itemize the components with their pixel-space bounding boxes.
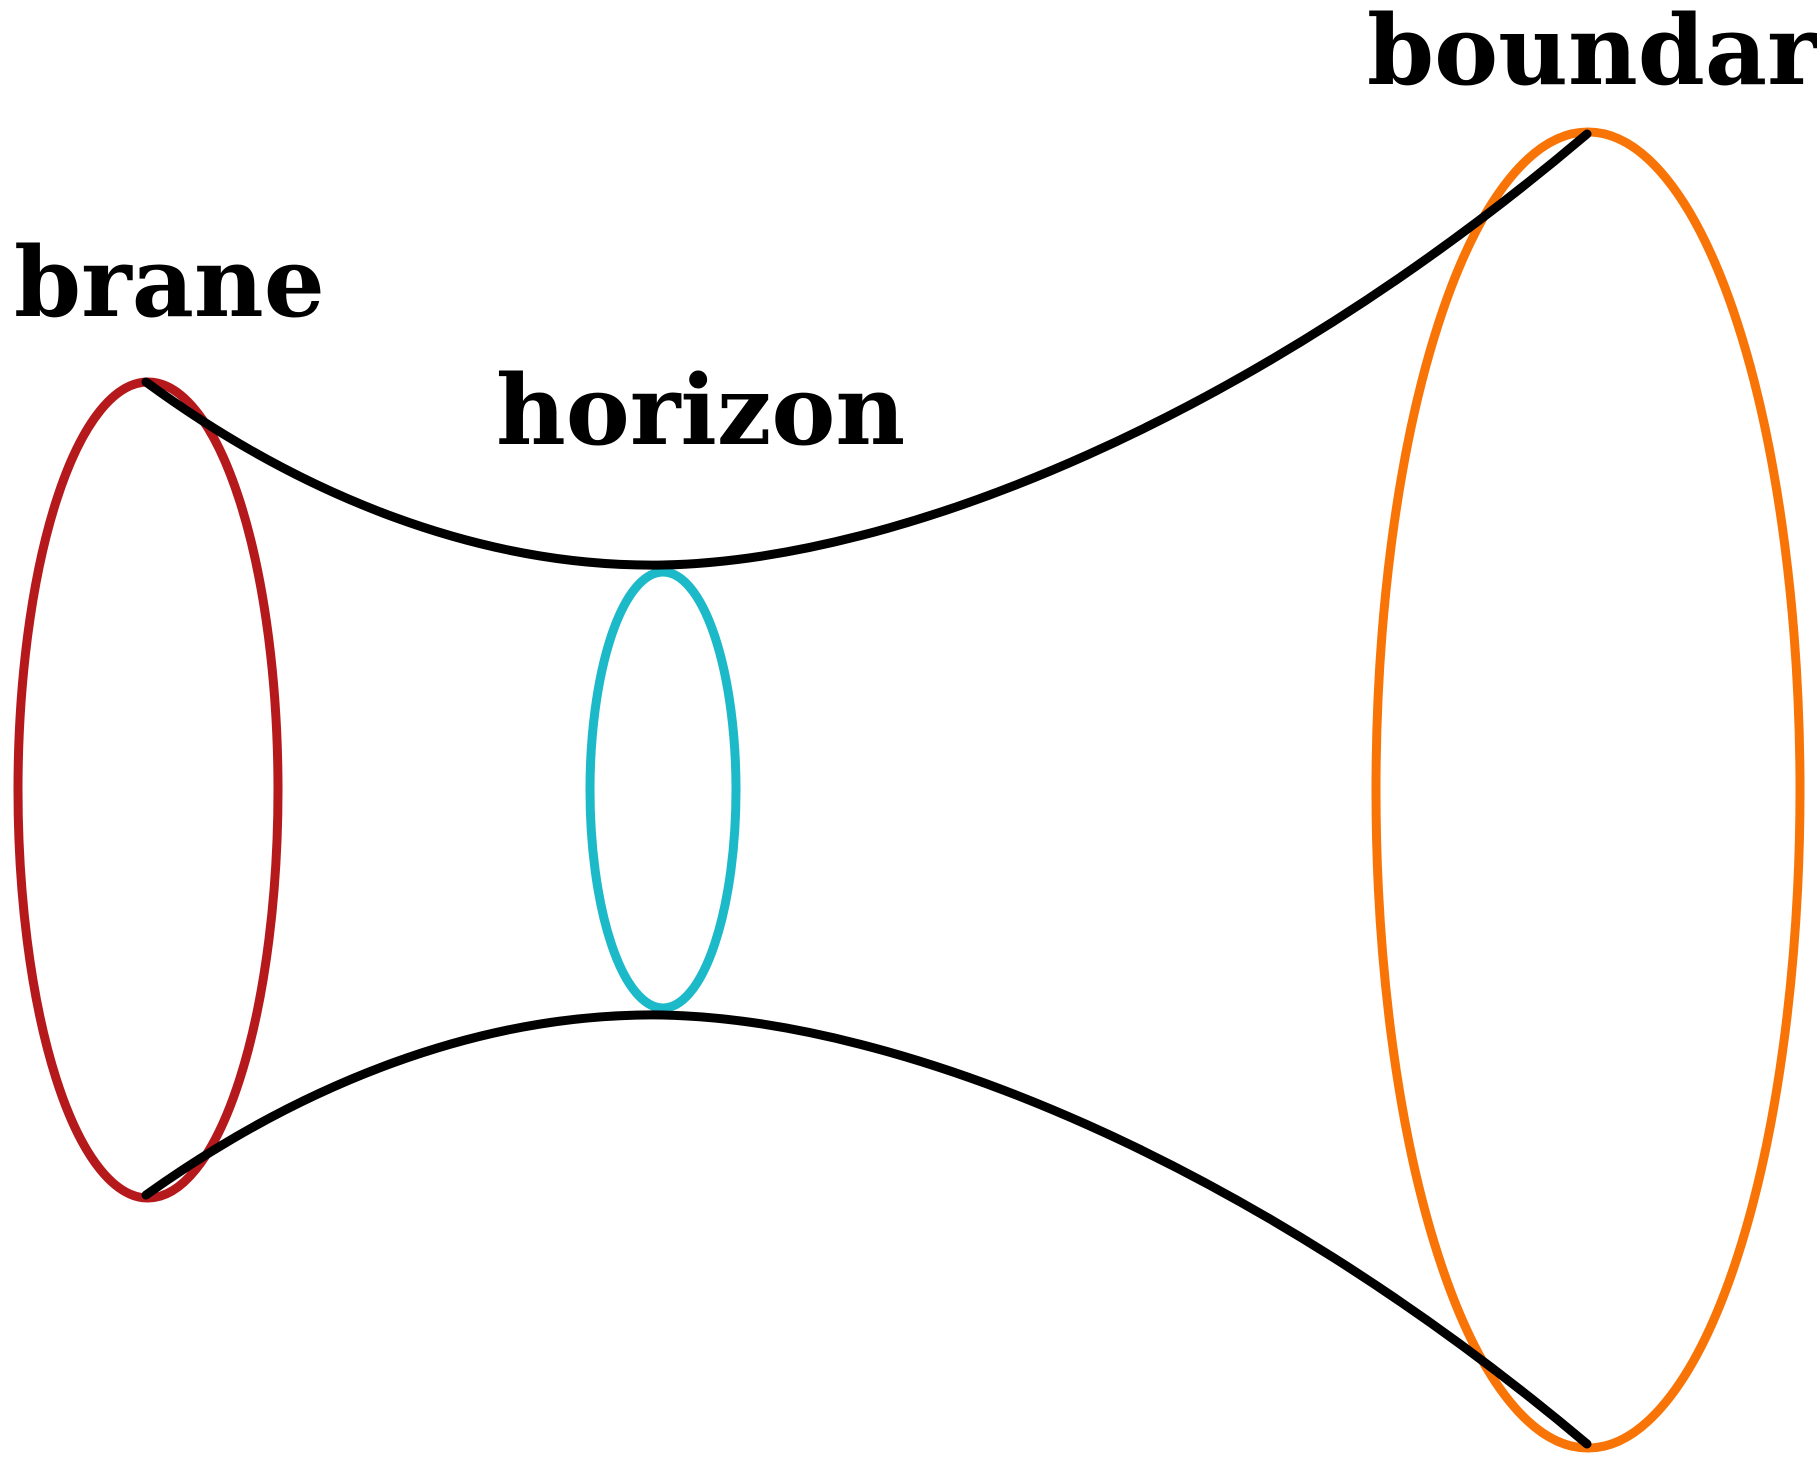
lower-profile-curve [141, 1010, 1592, 1449]
brane-circle [13, 377, 283, 1203]
horizon-label: horizon [496, 354, 905, 467]
upper-profile-curve [141, 129, 1592, 570]
boundary-label: boundary [1367, 0, 1817, 107]
boundary-circle [1371, 127, 1805, 1453]
horizon-circle [585, 567, 741, 1013]
brane-label: brane [14, 226, 325, 339]
